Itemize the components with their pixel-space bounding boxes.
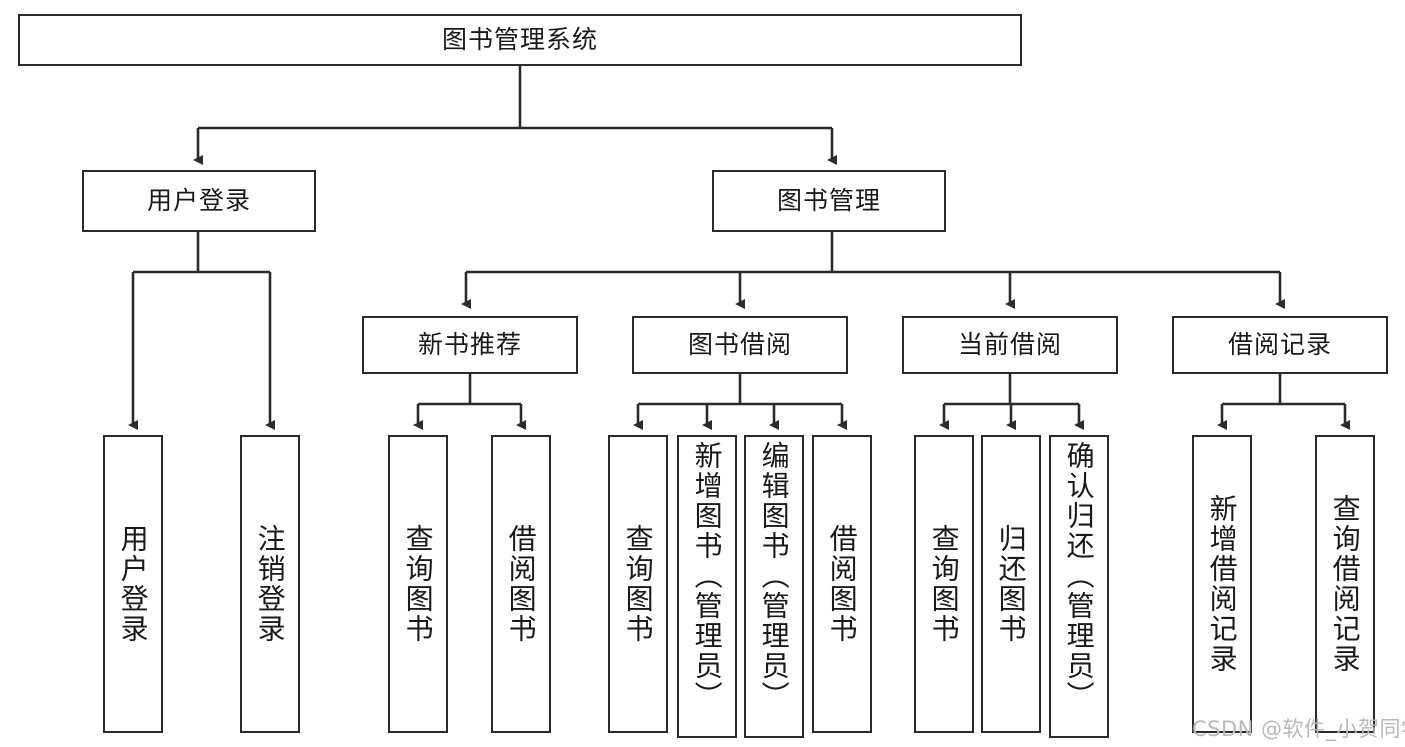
node-book-borrow[interactable]: 图书借阅	[632, 316, 848, 374]
leaf-borrow-book-recommend[interactable]: 借阅图书	[491, 435, 551, 733]
leaf-query-book-current[interactable]: 查询图书	[914, 435, 974, 733]
node-label: 借阅图书	[504, 524, 538, 644]
leaf-query-book-recommend[interactable]: 查询图书	[388, 435, 448, 733]
node-label: 查询借阅记录	[1328, 494, 1362, 674]
node-label: 当前借阅	[957, 330, 1062, 360]
node-label: 借阅记录	[1227, 330, 1332, 360]
node-label: 归还图书	[994, 524, 1028, 644]
leaf-return-book[interactable]: 归还图书	[981, 435, 1041, 733]
node-label: 查询图书	[621, 524, 655, 644]
node-label: 图书借阅	[687, 330, 792, 360]
node-label: 查询图书	[401, 524, 435, 644]
node-label: 编辑图书（管理员）	[757, 441, 791, 711]
leaf-confirm-return-admin[interactable]: 确认归还（管理员）	[1049, 435, 1109, 738]
node-borrow-record[interactable]: 借阅记录	[1172, 316, 1388, 374]
leaf-add-book-admin[interactable]: 新增图书（管理员）	[677, 435, 737, 738]
node-label: 注销登录	[253, 524, 287, 644]
node-label: 图书管理系统	[441, 25, 598, 55]
node-new-book-recommend[interactable]: 新书推荐	[362, 316, 578, 374]
node-user-login[interactable]: 用户登录	[82, 170, 316, 232]
csdn-watermark: CSDN @软件_小贺同学	[1192, 717, 1405, 741]
leaf-add-borrow-record[interactable]: 新增借阅记录	[1192, 435, 1252, 733]
node-label: 用户登录	[116, 524, 150, 644]
node-book-management[interactable]: 图书管理	[712, 170, 946, 232]
leaf-borrow-book[interactable]: 借阅图书	[812, 435, 872, 733]
node-label: 图书管理	[776, 186, 881, 216]
leaf-query-borrow-record[interactable]: 查询借阅记录	[1315, 435, 1375, 733]
leaf-user-login[interactable]: 用户登录	[103, 435, 163, 733]
node-label: 用户登录	[146, 186, 251, 216]
node-label: 新增图书（管理员）	[690, 441, 724, 711]
node-label: 确认归还（管理员）	[1062, 441, 1096, 711]
node-label: 新书推荐	[417, 330, 522, 360]
node-label: 查询图书	[927, 524, 961, 644]
leaf-query-book-borrow[interactable]: 查询图书	[608, 435, 668, 733]
node-root-book-management-system[interactable]: 图书管理系统	[18, 14, 1022, 66]
leaf-edit-book-admin[interactable]: 编辑图书（管理员）	[744, 435, 804, 738]
node-current-borrow[interactable]: 当前借阅	[902, 316, 1118, 374]
node-label: 借阅图书	[825, 524, 859, 644]
leaf-logout[interactable]: 注销登录	[240, 435, 300, 733]
node-label: 新增借阅记录	[1205, 494, 1239, 674]
